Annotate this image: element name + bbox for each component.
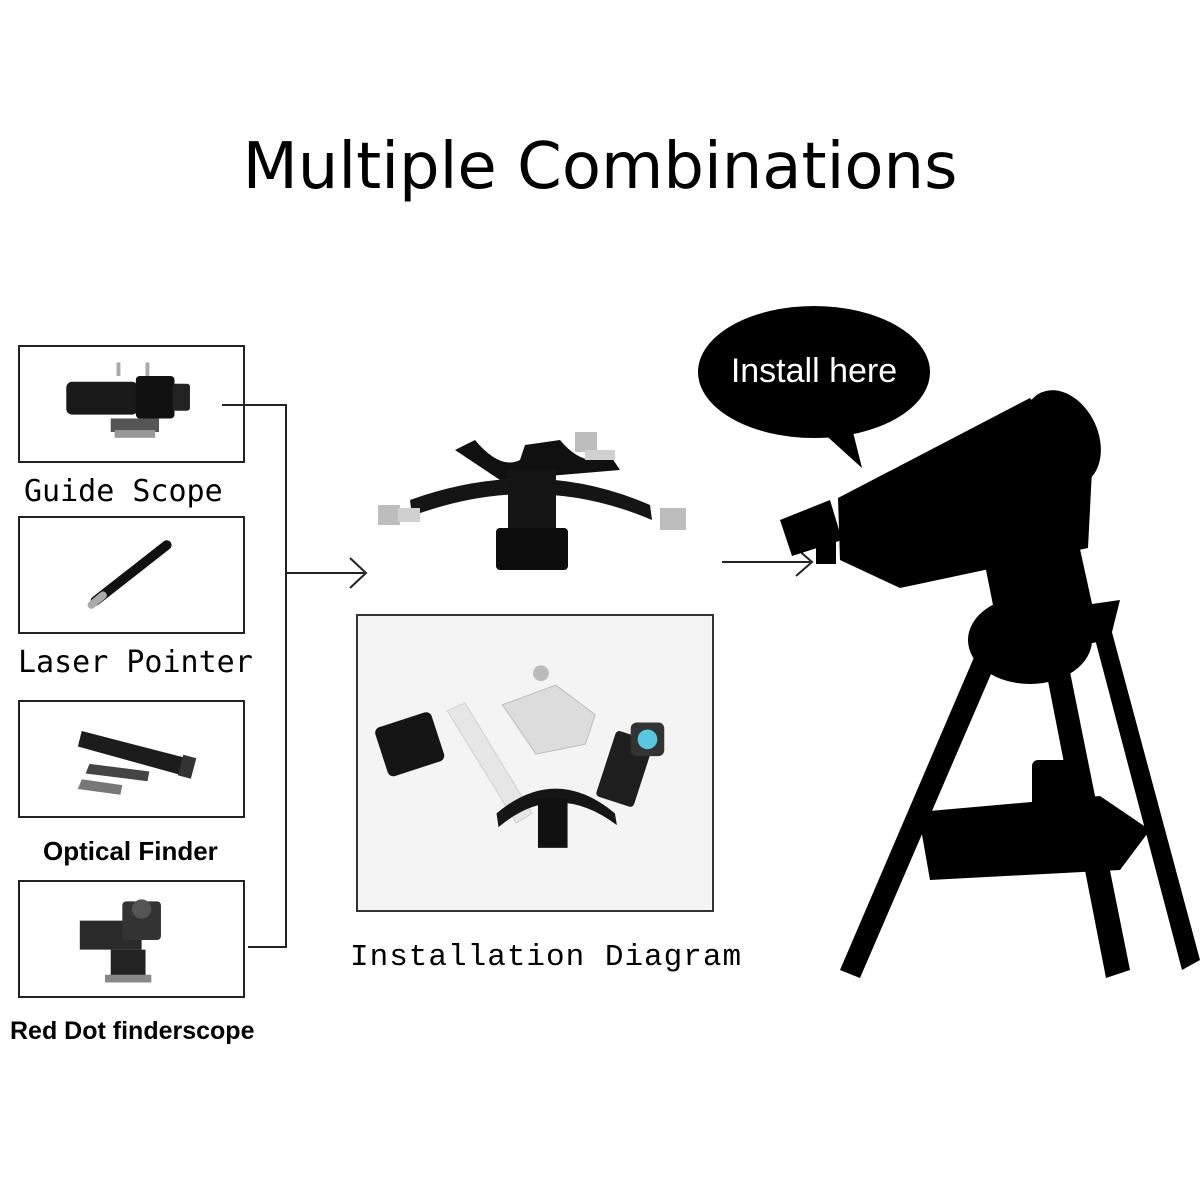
guide-scope-box	[18, 345, 245, 463]
installation-diagram-image	[358, 616, 712, 910]
red-dot-finder-image	[79, 899, 161, 983]
page-title: Multiple Combinations	[242, 130, 958, 204]
red-dot-finder-box	[18, 880, 245, 998]
installation-diagram-photo	[356, 614, 714, 912]
guide-scope-label: Guide Scope	[24, 474, 223, 509]
installation-diagram-caption: Installation Diagram	[350, 940, 743, 975]
optical-finder-box	[18, 700, 245, 818]
laser-pointer-box	[18, 516, 245, 634]
guide-scope-image	[66, 362, 190, 438]
laser-pointer-label: Laser Pointer	[18, 645, 253, 680]
red-dot-finder-label: Red Dot finderscope	[10, 1017, 255, 1045]
install-here-bubble-text: Install here	[731, 352, 897, 390]
optical-finder-image	[77, 730, 197, 795]
laser-pointer-image	[87, 540, 172, 609]
optical-finder-label: Optical Finder	[43, 836, 218, 866]
